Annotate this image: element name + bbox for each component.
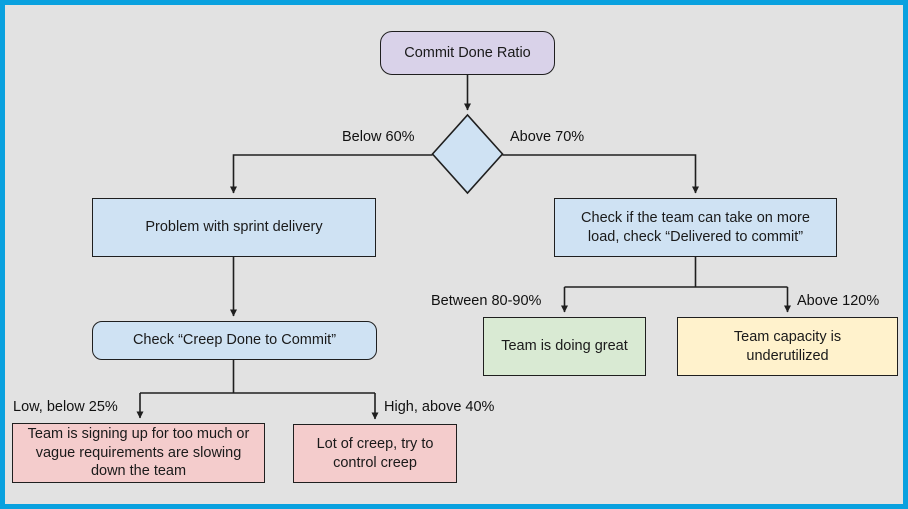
edge-label-above-120: Above 120%	[797, 293, 880, 309]
edge-decision-to-moreload	[502, 154, 699, 194]
edge-moreload-split	[564, 257, 788, 288]
node-commit-done-ratio: Commit Done Ratio	[380, 31, 555, 75]
edge-label-above-70: Above 70%	[510, 129, 585, 145]
edge-label-between-80-90: Between 80-90%	[431, 293, 542, 309]
node-check-creep-done-to-commit: Check “Creep Done to Commit”	[92, 321, 377, 360]
edge-label-high-above-40: High, above 40%	[384, 399, 495, 415]
node-problem-sprint-delivery: Problem with sprint delivery	[92, 198, 376, 257]
edge-label-below-60: Below 60%	[342, 129, 415, 145]
node-team-doing-great: Team is doing great	[483, 317, 646, 376]
node-check-more-load: Check if the team can take on more load,…	[554, 198, 837, 257]
edge-label-low-below-25: Low, below 25%	[13, 399, 118, 415]
node-lot-of-creep: Lot of creep, try to control creep	[293, 424, 457, 483]
node-capacity-underutilized: Team capacity is underutilized	[677, 317, 898, 376]
decision-diamond	[431, 113, 504, 195]
edge-decision-to-problem	[230, 154, 433, 194]
edge-checkcreep-split	[140, 360, 375, 394]
node-signing-up-too-much: Team is signing up for too much or vague…	[12, 423, 265, 483]
